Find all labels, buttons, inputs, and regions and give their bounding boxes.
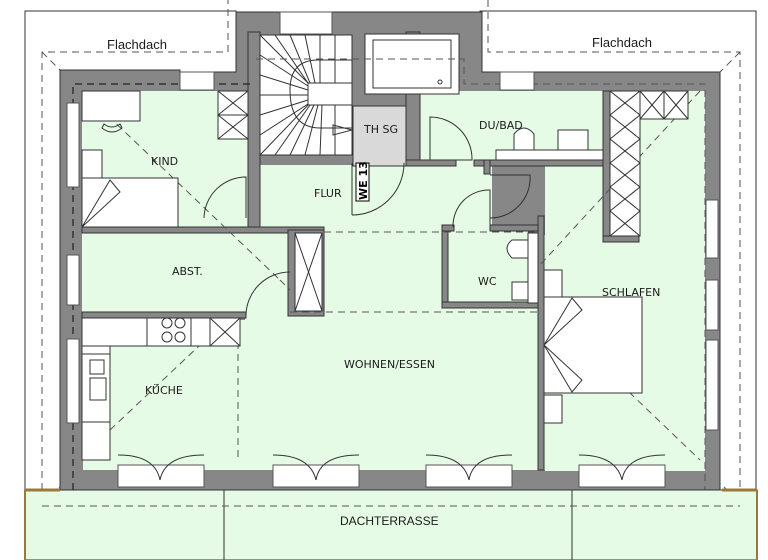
wc-fixtures bbox=[506, 232, 539, 304]
roof-terrace bbox=[24, 488, 758, 560]
kitchen-counter bbox=[81, 317, 241, 461]
flat-roof-left bbox=[24, 0, 237, 490]
label-flachdach-left: Flachdach bbox=[107, 37, 167, 52]
label-we-13: WE 13 bbox=[357, 161, 370, 200]
label-kind: KIND bbox=[151, 155, 178, 168]
unit-marker-box bbox=[355, 162, 370, 202]
doors bbox=[203, 116, 531, 316]
bath-fixtures bbox=[495, 127, 604, 161]
wardrobe bbox=[609, 90, 689, 237]
interior-walls bbox=[81, 31, 640, 471]
double-bed bbox=[543, 269, 643, 424]
bathtub bbox=[364, 33, 460, 95]
side-windows bbox=[66, 71, 719, 431]
label-wohnen-essen: WOHNEN/ESSEN bbox=[344, 358, 435, 371]
staircase bbox=[259, 11, 354, 156]
kind-furniture bbox=[81, 90, 249, 228]
label-dachterrasse: DACHTERRASSE bbox=[340, 514, 439, 528]
label-flachdach-right: Flachdach bbox=[592, 35, 652, 50]
label-th-sg: TH SG bbox=[363, 123, 398, 136]
label-abst: ABST. bbox=[172, 265, 203, 278]
terrace-doors bbox=[117, 454, 666, 488]
label-schlafen: SCHLAFEN bbox=[602, 286, 660, 299]
label-flur: FLUR bbox=[314, 187, 342, 200]
label-wc: WC bbox=[478, 275, 497, 288]
label-du-bad: DU/BAD bbox=[479, 119, 523, 132]
label-kueche: KÜCHE bbox=[145, 384, 183, 397]
